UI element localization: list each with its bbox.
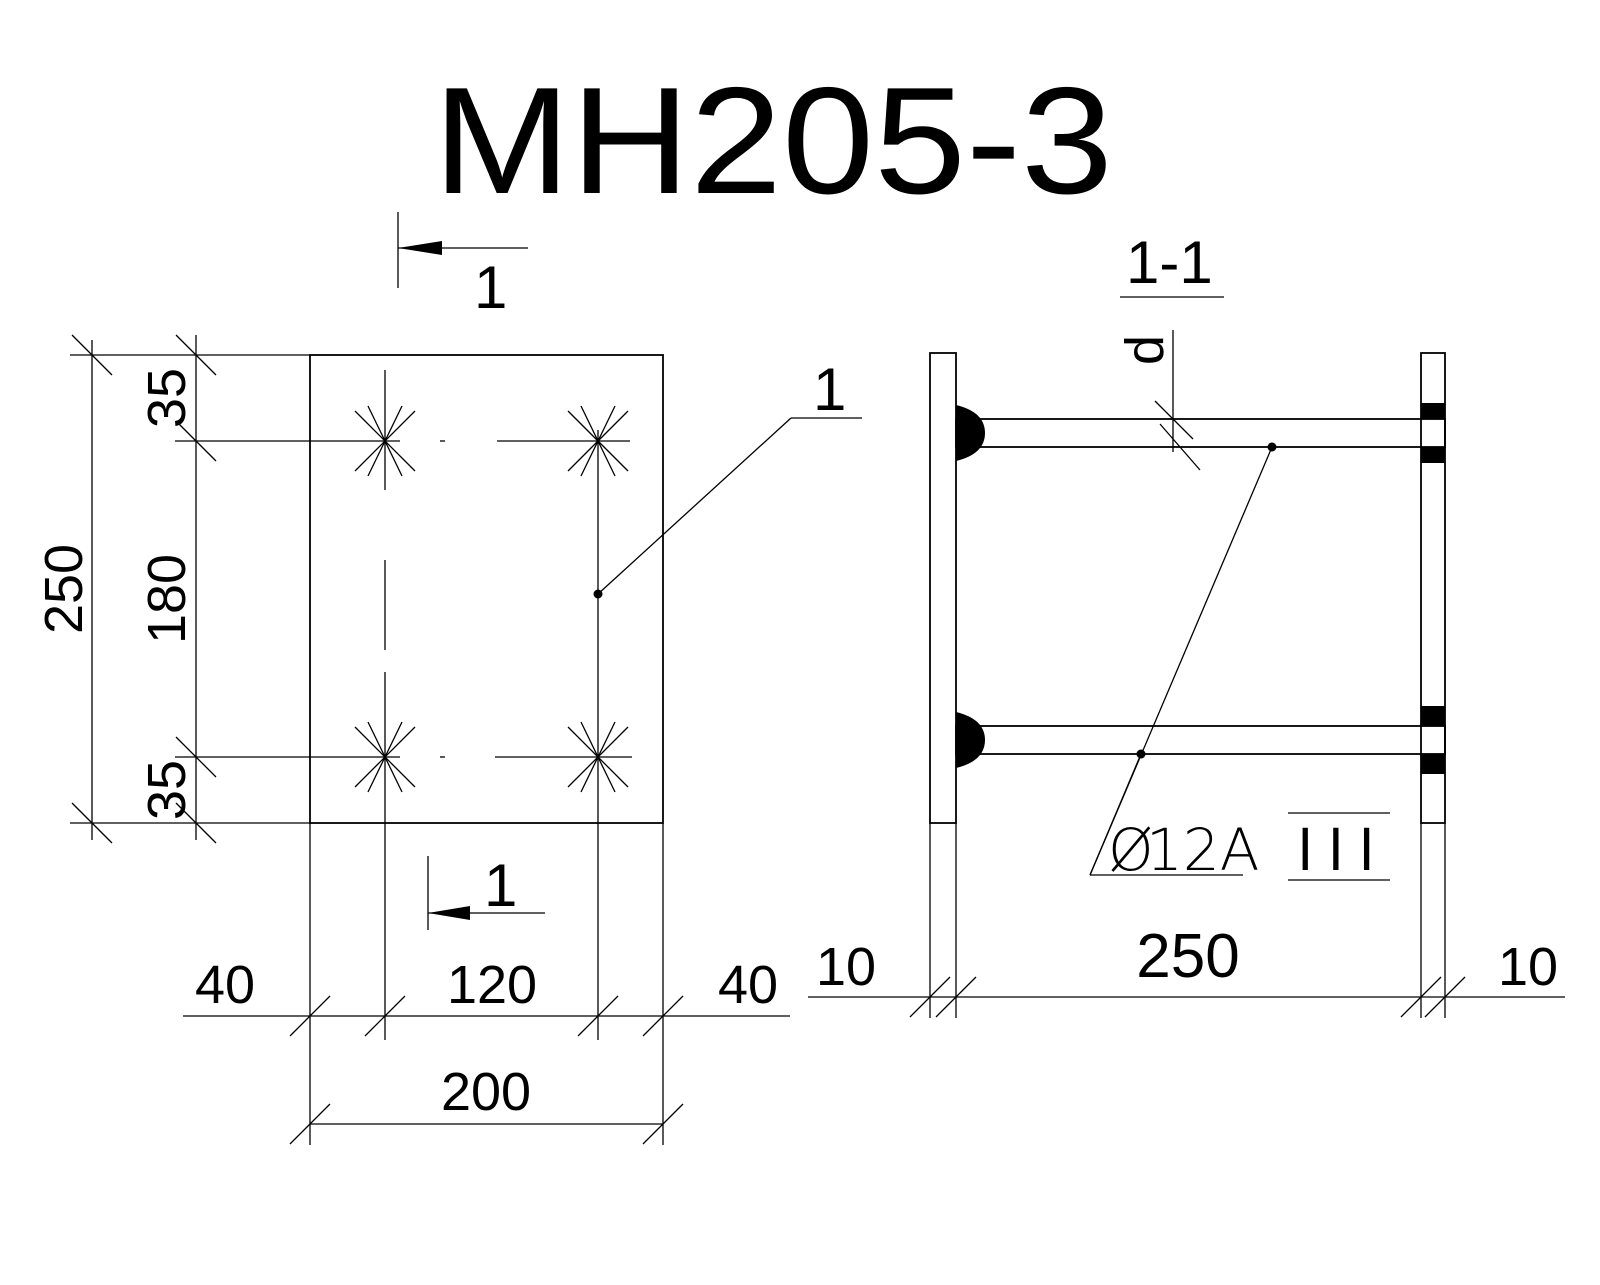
section-rebar-top [955,418,1446,448]
plan-plate-outline [309,354,664,824]
weld-left-top [956,405,985,461]
rebar-leader [1089,442,1277,876]
plan-centerlines [175,370,632,1040]
section-title: 1-1 [1126,229,1213,296]
dim-section-span: 250 [1136,922,1239,991]
dim-plan-width-right-edge: 40 [718,955,778,1015]
plan-dims-vertical: 250 35 180 35 [34,334,310,844]
dim-plan-height-overall: 250 [34,544,94,634]
rebar-spec-label: Ø 12A III [1108,812,1390,884]
weld-right-top [1421,403,1445,463]
bar-thickness-label: d [1115,335,1175,365]
section-plate-right [1420,352,1446,824]
anchor-marker-bottom-left [354,721,416,793]
section-cut-marker-top: 1 [397,212,528,321]
section-view: 1-1 d [808,229,1565,1018]
dim-plan-height-center: 180 [137,554,197,644]
weld-left-bottom [956,712,985,768]
section-cut-label-bottom: 1 [484,852,517,919]
section-plate-left [929,352,957,824]
drawing-title: MH205-3 [433,56,1113,226]
section-rebar-bottom [955,725,1446,755]
anchor-marker-bottom-right [567,721,629,793]
dim-plan-width-overall: 200 [441,1062,531,1122]
rebar-size-class: 12A [1146,816,1259,884]
rebar-grade: III [1290,816,1382,884]
bar-thickness-dim: d [1115,330,1201,471]
section-cut-marker-bottom: 1 [427,852,545,930]
dim-section-right-plate: 10 [1498,937,1558,997]
anchor-marker-top-right [567,405,629,477]
plan-view: 1 1 1 250 35 1 [34,212,862,1145]
section-dims: 10 250 10 [808,922,1565,1018]
plan-dims-horizontal: 40 120 40 200 [183,823,790,1145]
rebar-diameter-symbol: Ø [1108,816,1154,884]
section-cut-label-top: 1 [474,254,507,321]
dim-section-left-plate: 10 [816,937,876,997]
dim-plan-width-center: 120 [447,955,537,1015]
part-callout-number: 1 [813,356,846,423]
dim-plan-height-bottom-edge: 35 [137,760,197,820]
anchor-marker-top-left [354,405,416,477]
part-callout: 1 [593,356,862,599]
weld-right-bottom [1421,706,1445,774]
dim-plan-height-top-edge: 35 [137,368,197,428]
dim-plan-width-left-edge: 40 [195,955,255,1015]
